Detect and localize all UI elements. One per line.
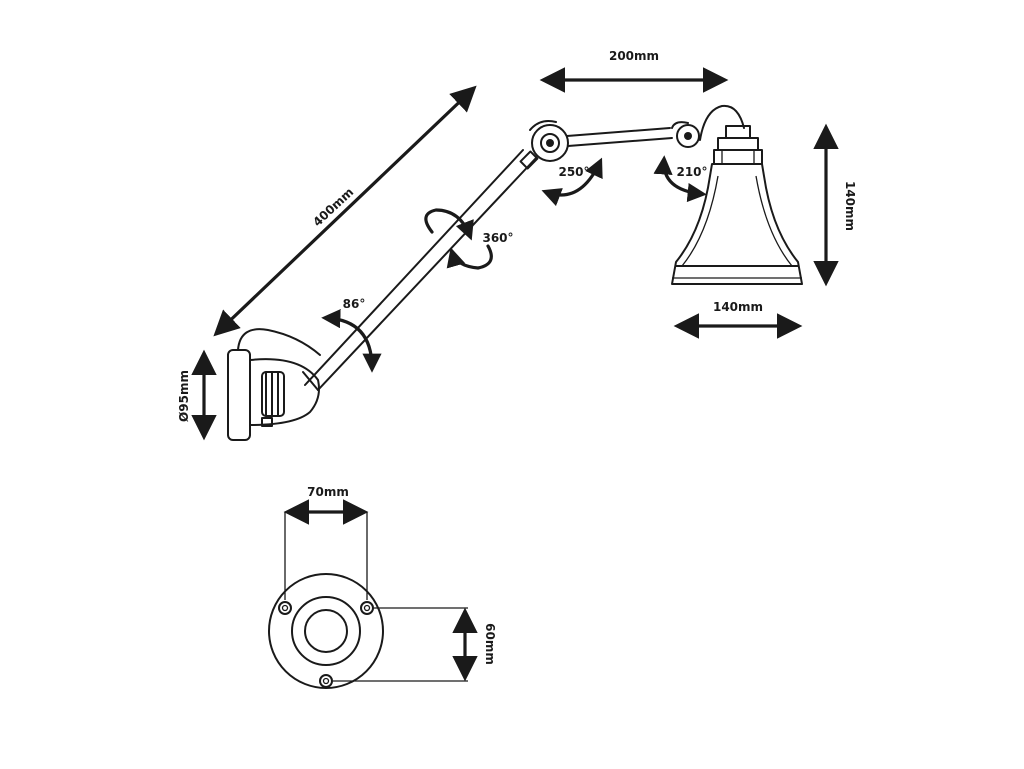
shade-width-label: 140mm xyxy=(713,300,763,314)
lamp-side-view xyxy=(227,104,803,441)
arm-length-arrow xyxy=(213,85,477,337)
base-pivot-angle-label: 86° xyxy=(343,297,366,311)
rotation-arrows xyxy=(321,155,707,373)
base-knob xyxy=(249,358,320,427)
lamp-shade xyxy=(671,125,803,285)
dimension-arrows xyxy=(191,67,839,441)
lower-arm xyxy=(302,149,537,391)
base-diameter-label: Ø95mm xyxy=(177,370,191,422)
upper-arm-length-label: 200mm xyxy=(609,49,659,63)
arm-rotation-arrow xyxy=(424,208,493,270)
base-pivot-rotation-arrow xyxy=(321,309,382,373)
screw-hole-right xyxy=(360,601,374,615)
plate-width-label: 70mm xyxy=(307,485,349,499)
wall-plate xyxy=(227,349,251,441)
head-angle-label: 210° xyxy=(676,165,707,179)
upper-arm xyxy=(566,127,673,147)
shade-height-label: 140mm xyxy=(843,181,857,231)
arm-rotation-angle-label: 360° xyxy=(482,231,513,245)
elbow-angle-label: 250° xyxy=(558,165,589,179)
elbow-joint xyxy=(519,120,569,170)
wall-plate-front-view xyxy=(268,512,468,689)
head-rotation-arrow xyxy=(653,155,707,203)
plate-height-label: 60mm xyxy=(483,623,497,665)
screw-hole-bottom xyxy=(319,674,333,688)
head-joint xyxy=(671,104,745,148)
cable-loop xyxy=(237,328,321,356)
elbow-rotation-arrow xyxy=(541,157,603,207)
screw-hole-left xyxy=(278,601,292,615)
